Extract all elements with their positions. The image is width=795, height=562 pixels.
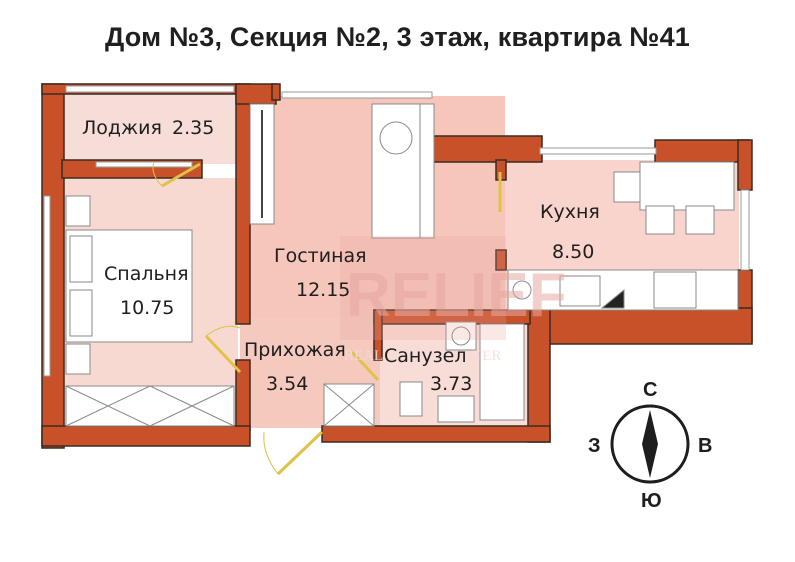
loggia-door: [161, 162, 201, 188]
kitchen-area: 8.50: [552, 241, 594, 263]
pillow-top: [69, 235, 93, 283]
compass-west: З: [588, 435, 601, 457]
windows: [43, 85, 750, 377]
wall-block-top: [235, 83, 277, 105]
nightstand-top: [65, 195, 91, 227]
room-labels: Лоджия 2.35 Спальня 10.75 Гостиная 12.15…: [82, 117, 600, 395]
loggia-area: 2.35: [172, 117, 214, 139]
bedroom-area: 10.75: [120, 297, 174, 319]
counter-corner: [600, 288, 625, 309]
doors: [152, 161, 502, 476]
bedroom-wardrobe-x4: [149, 385, 235, 427]
entrance-door-arc: [263, 431, 279, 475]
kitchen-sink: [559, 275, 601, 307]
hallway-area: 3.54: [266, 373, 308, 395]
sofa-back: [419, 103, 435, 239]
bath-door: [350, 350, 380, 382]
wall-bath-left: [373, 309, 383, 361]
kitchen-table: [639, 161, 735, 211]
wall-top-kitchen-right: [654, 139, 750, 163]
entrance-door: [276, 430, 324, 476]
bathtub: [479, 323, 525, 421]
watermark-main: RELIEF: [346, 261, 566, 330]
wall-bottom-left: [41, 425, 251, 447]
bedroom-window: [43, 195, 51, 377]
bedroom-door: [204, 334, 242, 374]
living-window: [281, 91, 433, 99]
watermark-sub: REAL ESTATE CENTER: [344, 348, 501, 364]
plan-title: Дом №3, Секция №2, 3 этаж, квартира №41: [104, 22, 691, 52]
wall-top-living: [271, 83, 281, 101]
bedroom-label: Спальня: [104, 263, 189, 285]
loggia-label: Лоджия: [82, 117, 162, 139]
bathroom-label: Санузел: [384, 345, 467, 367]
compass-needle-south: [642, 444, 658, 478]
wall-right-upper: [737, 139, 753, 191]
kitchen-side-window: [740, 189, 750, 271]
pillow-bottom: [69, 289, 93, 337]
compass-needle-north: [642, 410, 658, 444]
loggia-door-arc: [152, 161, 163, 187]
compass: С Ю З В: [588, 379, 712, 512]
living-area: 12.15: [296, 279, 350, 301]
bedroom-wardrobe-x2: [65, 385, 151, 427]
toilet: [399, 381, 423, 417]
hallway-label: Прихожая: [244, 339, 346, 361]
watermark: RELIEF REAL ESTATE CENTER: [340, 236, 566, 364]
loggia-floor: [62, 92, 236, 164]
fridge-fan: [512, 280, 532, 300]
compass-east: В: [698, 435, 712, 457]
wall-bedroom-living: [235, 83, 251, 325]
bedroom-door-arc: [205, 325, 241, 337]
kitchen-chair-1: [613, 171, 641, 203]
bedroom-wardrobe: [65, 385, 235, 427]
hallway-closet-x2: [323, 383, 375, 427]
compass-south: Ю: [641, 490, 662, 512]
person-figure: [379, 121, 413, 155]
kitchen-window: [539, 147, 657, 155]
wall-kitchen-living-lower: [495, 249, 507, 271]
wall-top-kitchen: [431, 135, 543, 163]
kitchen-chair-3: [685, 205, 715, 235]
walls: [41, 83, 753, 449]
wall-kitchen-bottom: [529, 307, 753, 345]
living-label: Гостиная: [274, 245, 367, 267]
kitchen-chair-2: [645, 205, 675, 235]
kitchen-label: Кухня: [540, 201, 600, 223]
kitchen-stove: [653, 271, 697, 309]
nightstand-bottom: [65, 343, 91, 375]
watermark-box: [340, 236, 506, 340]
wall-bottom-right: [321, 425, 551, 443]
furniture: [65, 103, 739, 427]
loggia-window: [65, 85, 235, 93]
washing-machine-drum: [451, 326, 471, 346]
bath-sink: [437, 395, 475, 423]
bathroom-area: 3.73: [430, 373, 472, 395]
loggia-inner-window: [95, 161, 193, 168]
compass-north: С: [643, 379, 657, 401]
